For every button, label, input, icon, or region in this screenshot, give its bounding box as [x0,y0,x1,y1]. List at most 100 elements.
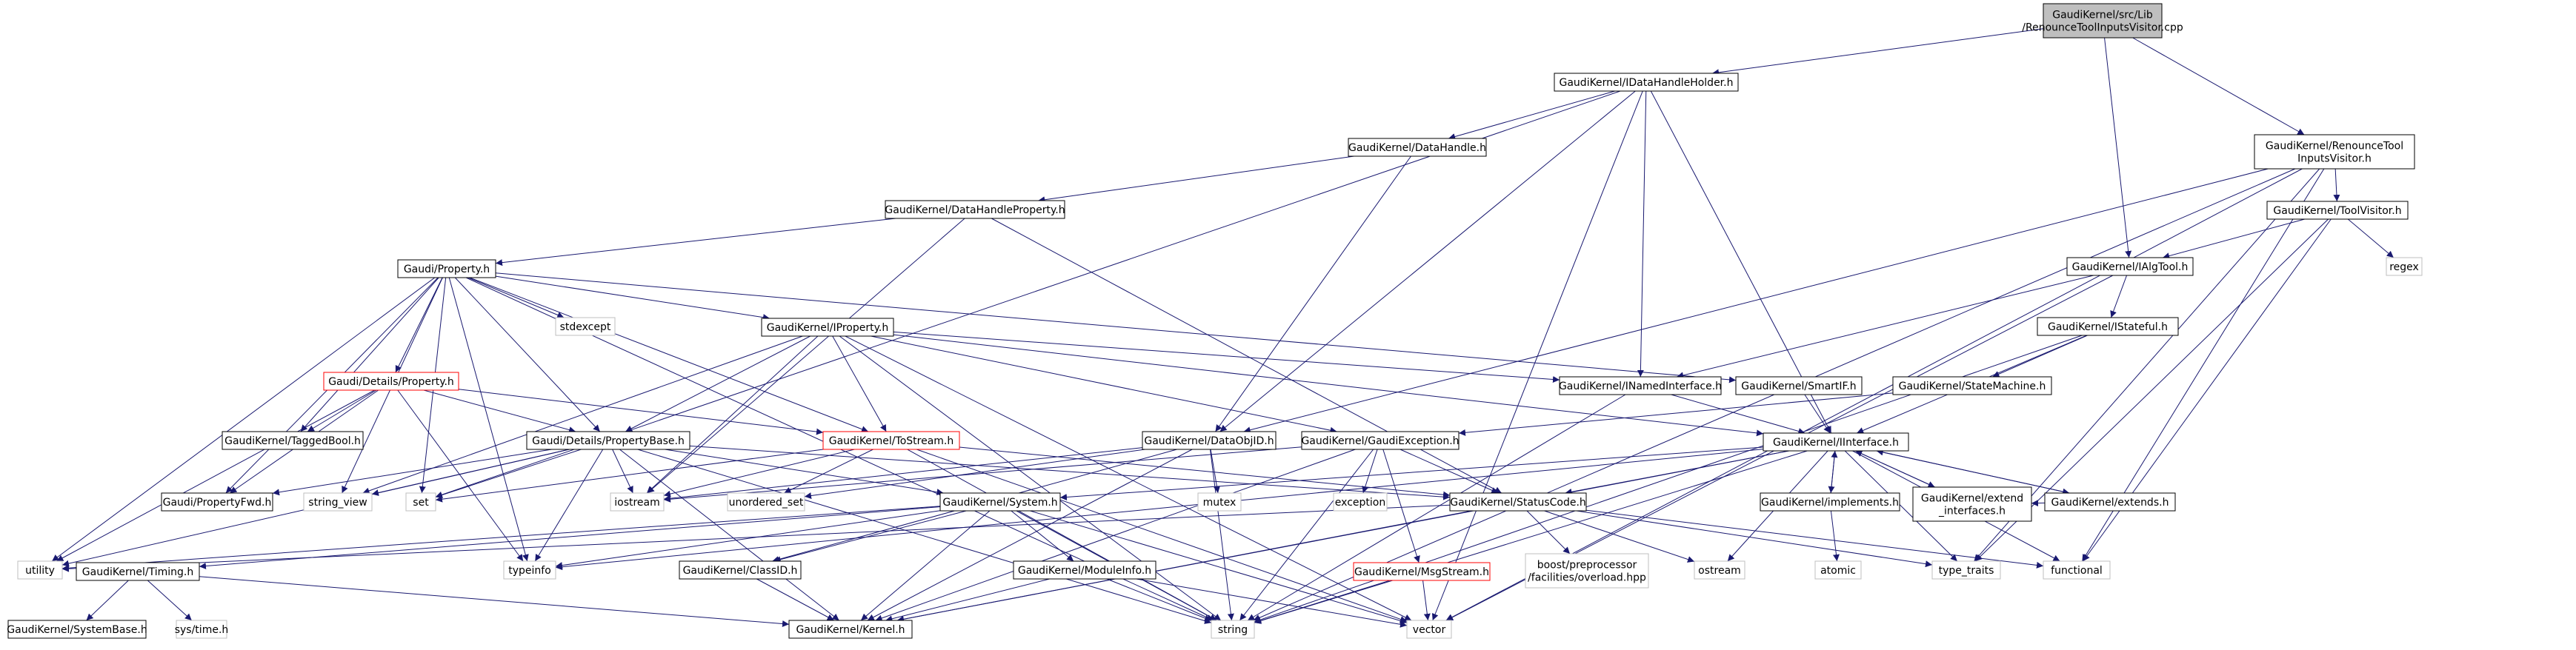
node-boost: boost/preprocessor/facilities/overload.h… [1525,553,1649,589]
node-iostream: iostream [610,492,665,512]
node-box [2254,134,2415,170]
node-dprop[interactable]: Gaudi/Details/Property.h [323,372,459,391]
edge-prop-to-utility [51,277,436,562]
edge-dpropbase-to-system [665,449,944,496]
node-dh[interactable]: GaudiKernel/DataHandle.h [1348,138,1487,157]
edge-dpropbase-to-propfwd [272,449,552,496]
node-box [303,492,373,512]
edge-root-to-idhh [1711,28,2044,76]
node-uset: unordered_set [727,492,805,512]
node-extends[interactable]: GaudiKernel/extends.h [2044,492,2176,512]
node-label: iostream [614,497,660,509]
node-iiface[interactable]: GaudiKernel/IInterface.h [1763,432,1909,452]
edge-dpropbase-to-statuscode [689,445,1451,500]
node-dhp[interactable]: GaudiKernel/DataHandleProperty.h [885,200,1065,219]
node-tagbool[interactable]: GaudiKernel/TaggedBool.h [222,431,364,450]
node-label: Gaudi/Details/PropertyBase.h [532,435,685,447]
node-gexc[interactable]: GaudiKernel/GaudiException.h [1301,431,1460,450]
edge-prop-to-dprop [395,277,443,373]
node-sysbase[interactable]: GaudiKernel/SystemBase.h [7,620,147,639]
edge-msgstream-to-string [1254,580,1393,624]
node-box [526,431,690,450]
edge-tostream-to-set [435,449,824,503]
edge-statuscode-to-typetraits [1576,510,1933,568]
node-inamed[interactable]: GaudiKernel/INamedInterface.h [1559,376,1722,395]
node-label: regex [2389,261,2419,273]
edge-inamed-to-iiface [1671,394,1805,435]
edge-modinfo-to-vector [1136,578,1408,628]
node-statem[interactable]: GaudiKernel/StateMachine.h [1892,376,2052,395]
node-ialg[interactable]: GaudiKernel/IAlgTool.h [2066,257,2194,276]
node-label: _interfaces.h [1938,506,2006,517]
node-box [1406,620,1452,639]
node-box [679,560,802,580]
node-system[interactable]: GaudiKernel/System.h [939,492,1061,512]
node-typeinfo: typeinfo [503,560,556,580]
edge-prop-to-tostream [469,277,869,432]
node-dpropbase[interactable]: Gaudi/Details/PropertyBase.h [526,431,690,450]
node-vector: vector [1406,620,1452,639]
node-root[interactable]: GaudiKernel/src/Lib/RenounceToolInputsVi… [2022,3,2183,38]
node-stringview: string_view [303,492,373,512]
node-prop[interactable]: Gaudi/Property.h [397,259,496,278]
edge-modinfo-to-kernel [885,578,1050,623]
node-impl[interactable]: GaudiKernel/implements.h [1760,492,1900,512]
node-atomic: atomic [1814,560,1862,580]
node-idhh[interactable]: GaudiKernel/IDataHandleHolder.h [1554,73,1739,92]
edge-iprop-to-dpropbase [625,335,811,432]
edge-iprop-to-iiface [893,334,1764,437]
node-istate[interactable]: GaudiKernel/IStateful.h [2037,317,2179,336]
node-msgstream[interactable]: GaudiKernel/MsgStream.h [1353,562,1491,581]
node-stdexcept: stdexcept [555,317,616,336]
node-box [323,372,459,391]
node-set: set [405,492,436,512]
edge-timing-to-sysbase [86,580,129,621]
node-iprop[interactable]: GaudiKernel/IProperty.h [761,318,894,337]
edge-iprop-to-vector [845,335,1412,621]
node-label: string [1218,624,1248,636]
edge-tostream-to-uset [784,449,873,494]
node-smartif[interactable]: GaudiKernel/SmartIF.h [1735,376,1863,395]
node-box [1333,492,1388,512]
edge-root-to-ialg [2104,37,2132,258]
node-label: GaudiKernel/Kernel.h [796,624,905,636]
edge-iprop-to-iostream [646,335,819,494]
node-kernel[interactable]: GaudiKernel/Kernel.h [788,620,913,639]
node-box [727,492,805,512]
node-tostream[interactable]: GaudiKernel/ToStream.h [822,431,960,450]
node-dataobjid[interactable]: GaudiKernel/DataObjID.h [1142,431,1277,450]
node-modinfo[interactable]: GaudiKernel/ModuleInfo.h [1013,560,1156,580]
edge-iprop-to-tostream [832,335,887,432]
node-label: GaudiKernel/IStateful.h [2048,321,2168,333]
node-label: GaudiKernel/extends.h [2051,497,2169,509]
node-box [1760,492,1900,512]
node-box [503,560,556,580]
node-classid[interactable]: GaudiKernel/ClassID.h [679,560,802,580]
node-rtiv[interactable]: GaudiKernel/RenounceToolInputsVisitor.h [2254,134,2415,170]
node-label: InputsVisitor.h [2297,153,2372,165]
edge-dprop-to-utility [56,389,375,562]
edge-extif-to-iiface [1855,450,1935,488]
node-tv[interactable]: GaudiKernel/ToolVisitor.h [2266,201,2409,220]
node-label: GaudiKernel/SystemBase.h [7,624,147,636]
node-exception: exception [1333,492,1388,512]
node-label: unordered_set [729,497,804,509]
node-box [161,492,273,512]
node-box [1892,376,2052,395]
node-label: GaudiKernel/RenounceTool [2266,141,2403,153]
node-label: GaudiKernel/DataHandleProperty.h [885,204,1065,216]
node-box [2066,257,2194,276]
node-extif[interactable]: GaudiKernel/extend_interfaces.h [1912,486,2032,522]
node-box [555,317,616,336]
node-box [2043,3,2163,38]
node-timing[interactable]: GaudiKernel/Timing.h [76,562,200,581]
node-label: utility [25,565,55,577]
edge-dpropbase-to-set [435,449,582,498]
edge-idhh-to-set [435,90,1621,498]
node-label: /RenounceToolInputsVisitor.cpp [2022,22,2183,34]
node-regex: regex [2386,257,2423,276]
edge-rtiv-to-dataobjid [1243,168,2269,434]
node-statuscode[interactable]: GaudiKernel/StatusCode.h [1449,492,1587,512]
node-propfwd[interactable]: Gaudi/PropertyFwd.h [161,492,273,512]
